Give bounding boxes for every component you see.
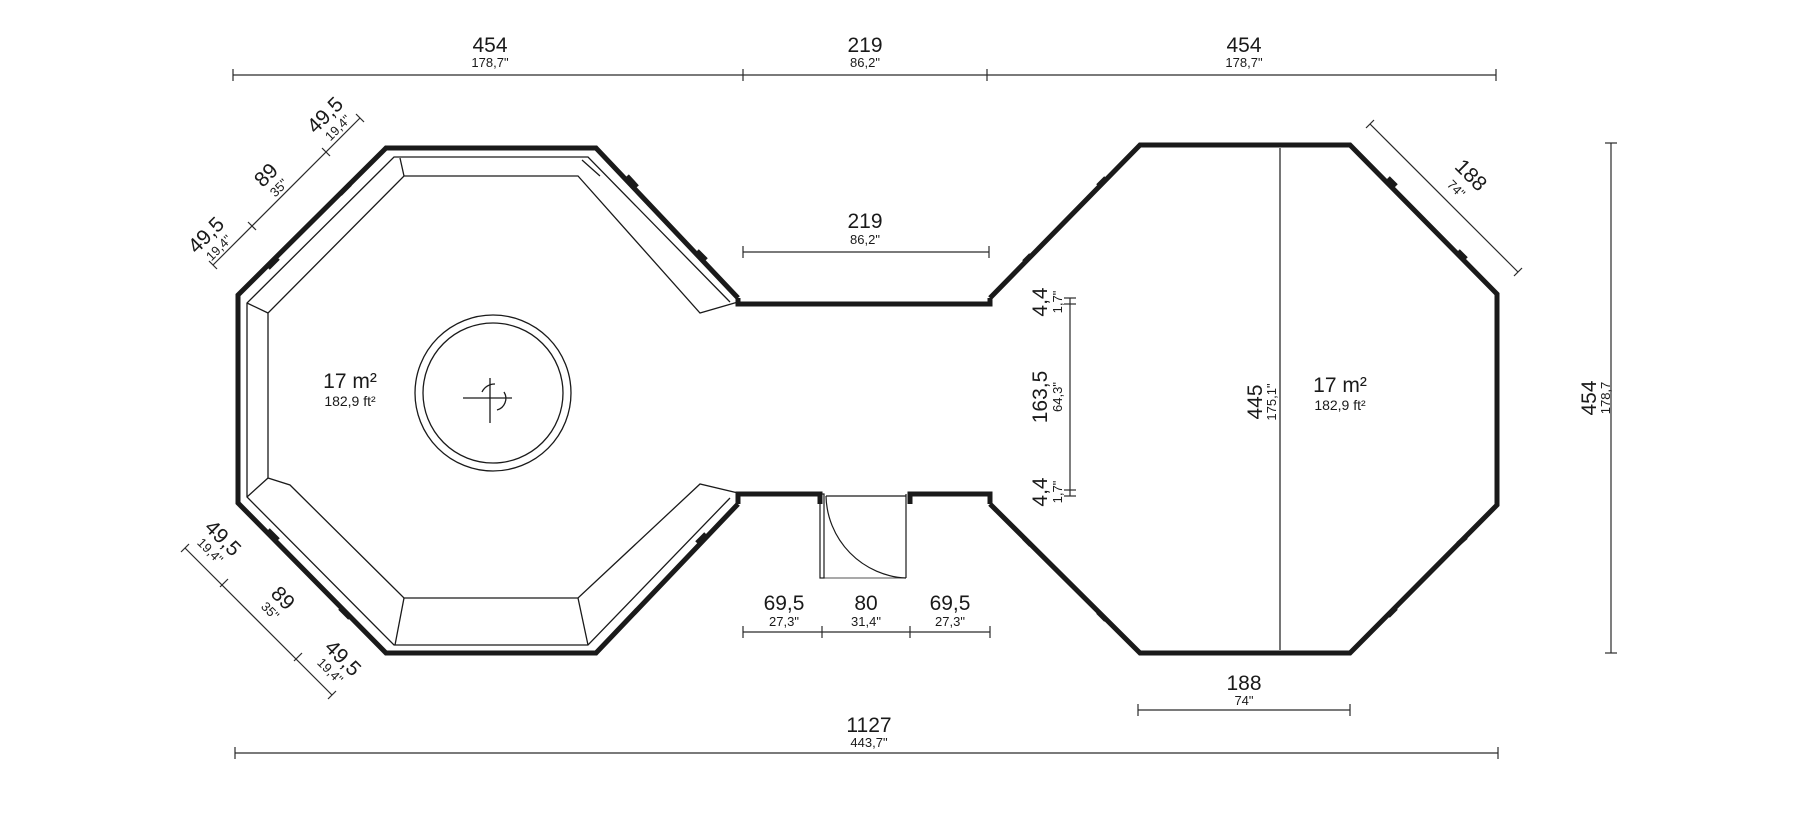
dim-corridor-cm: 219 [847,210,882,233]
corridor-bottom-wall-right [907,491,993,504]
dim-top-middle-in: 86,2" [850,55,880,70]
left-room-outer-wall [235,145,740,656]
left-room-windows [266,174,708,620]
dim-door-width-cm: 80 [854,592,877,615]
stove-inner-circle [422,322,564,464]
dim-corridor-height-in: 64,3" [1050,382,1065,412]
left-room-area-ft2: 182,9 ft² [324,393,376,409]
right-room-outer-wall [988,142,1500,656]
dim-top-right-in: 178,7" [1225,55,1263,70]
left-room-area-m2: 17 m² [323,370,377,393]
door [819,493,907,579]
dim-door-right-cm: 69,5 [930,592,971,615]
stove-outer-circle [414,314,572,472]
dim-total-in: 443,7" [850,735,888,750]
stove-symbol [463,378,512,423]
dim-right-bottom-in: 74" [1234,693,1253,708]
dim-corridor-wall-bottom-in: 1,7" [1050,480,1065,503]
dim-right-height-cm: 454 [1578,380,1601,415]
dim-top-right-cm: 454 [1226,34,1261,57]
left-room-bench-mid [246,157,601,646]
dim-corridor-wall-top-cm: 4,4 [1029,287,1052,317]
dim-top-left-in: 178,7" [471,55,509,70]
dim-right-height-in: 178,7 [1598,382,1613,415]
dim-door-right-in: 27,3" [935,614,965,629]
dimension-labels: 454 178,7" 219 86,2" 454 178,7" 219 86,2… [184,34,1613,750]
left-room-inner-wall [246,156,731,646]
dim-door-left-cm: 69,5 [764,592,805,615]
dimension-lines [180,69,1617,759]
dim-corridor-wall-bottom-cm: 4,4 [1029,477,1052,507]
right-room-area-ft2: 182,9 ft² [1314,397,1366,413]
corridor-top-wall [735,298,993,307]
corridor-bottom-wall-left [735,491,823,504]
dim-door-left-in: 27,3" [769,614,799,629]
dim-top-middle-cm: 219 [847,34,882,57]
dim-right-bottom-cm: 188 [1226,672,1261,695]
dim-top-left-cm: 454 [472,34,507,57]
right-room-windows [1022,176,1468,622]
dim-corridor-wall-top-in: 1,7" [1050,290,1065,313]
corridor [735,298,993,579]
dim-total-cm: 1127 [846,714,891,737]
dim-corridor-height-cm: 163,5 [1029,371,1052,424]
dim-right-inner-in: 175,1" [1264,383,1279,421]
dim-right-inner-cm: 445 [1244,384,1267,419]
dim-door-width-in: 31,4" [851,614,881,629]
right-room-area-m2: 17 m² [1313,374,1367,397]
left-room: 17 m² 182,9 ft² [235,145,740,656]
right-room: 17 m² 182,9 ft² [988,142,1500,656]
dim-corridor-in: 86,2" [850,232,880,247]
